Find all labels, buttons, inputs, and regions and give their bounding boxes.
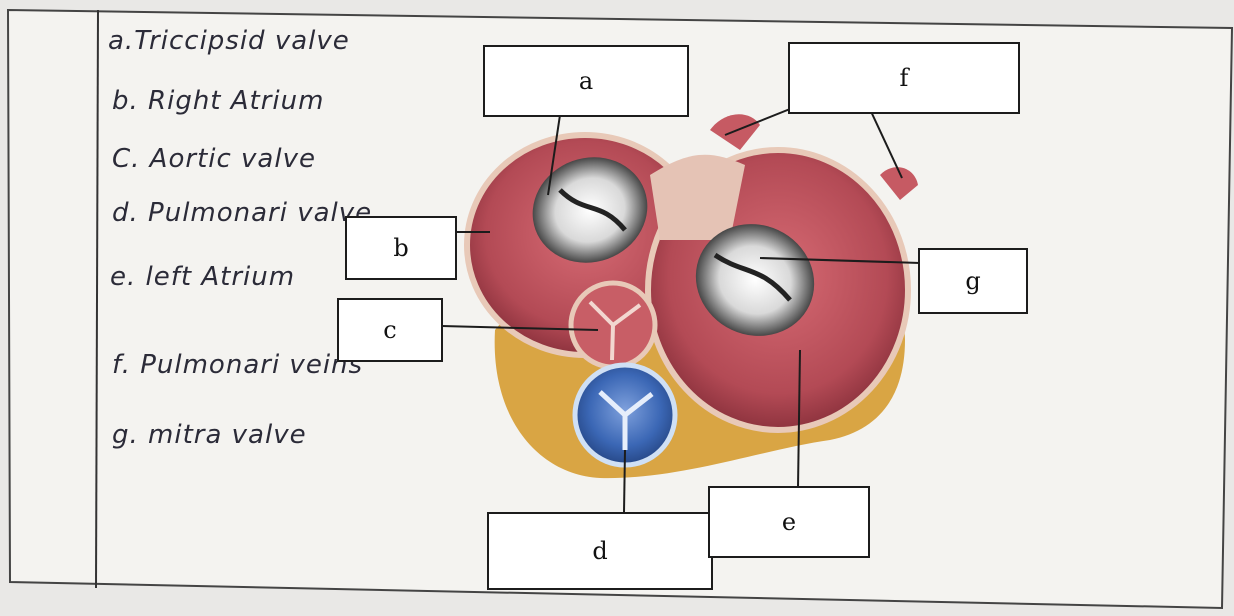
answer-b: b. Right Atrium <box>112 86 324 116</box>
answer-g: g. mitra valve <box>112 420 307 450</box>
label-box-d: d <box>487 512 713 590</box>
answer-a: a.Triccipsid valve <box>108 26 350 56</box>
label-b-text: b <box>393 234 408 262</box>
label-f-text: f <box>900 64 909 92</box>
answer-c: C. Aortic valve <box>112 144 316 174</box>
label-box-a: a <box>483 45 689 117</box>
answer-e: e. left Atrium <box>110 262 295 292</box>
label-e-text: e <box>782 508 796 536</box>
label-box-c: c <box>337 298 443 362</box>
label-box-g: g <box>918 248 1028 314</box>
answer-f: f. Pulmonari veins <box>112 350 363 380</box>
label-a-text: a <box>579 67 593 95</box>
label-g-text: g <box>965 267 980 295</box>
label-box-e: e <box>708 486 870 558</box>
label-d-text: d <box>592 537 607 565</box>
label-box-b: b <box>345 216 457 280</box>
answer-d: d. Pulmonari valve <box>112 198 372 228</box>
label-box-f: f <box>788 42 1020 114</box>
label-c-text: c <box>383 316 396 344</box>
